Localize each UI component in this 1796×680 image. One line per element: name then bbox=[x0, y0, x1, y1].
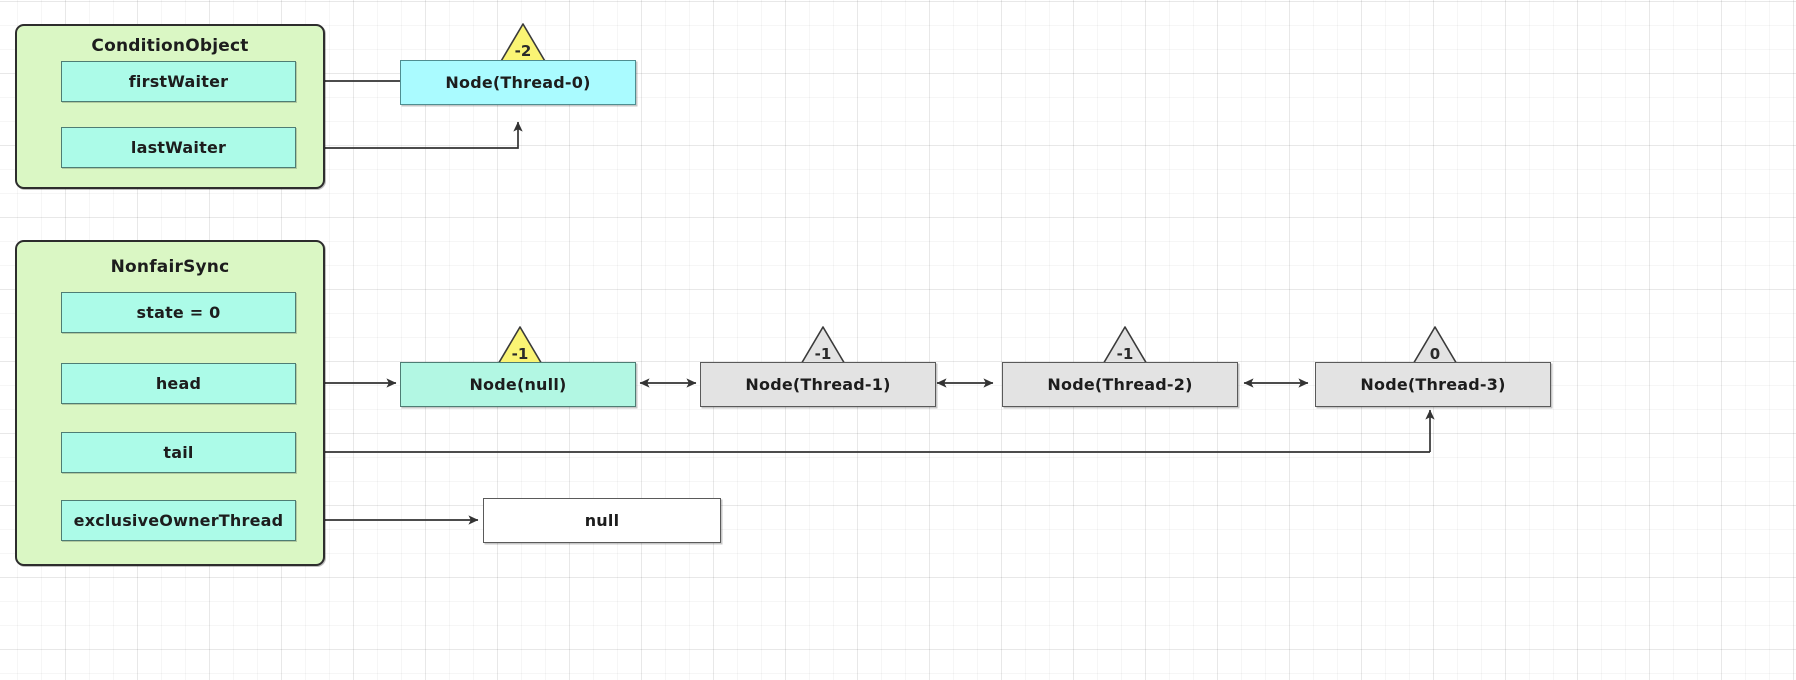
owner-value-box[interactable]: null bbox=[483, 498, 721, 543]
field-tail-label: tail bbox=[163, 443, 194, 462]
wait-status-label-node-thread1: -1 bbox=[814, 345, 832, 363]
node-thread-3-label: Node(Thread-3) bbox=[1360, 375, 1506, 394]
wait-status-triangle-node-thread1: -1 bbox=[795, 325, 851, 373]
wait-status-label-node-thread3: 0 bbox=[1429, 345, 1441, 363]
wire-lastwaiter-to-node0 bbox=[296, 121, 523, 149]
field-first-waiter[interactable]: firstWaiter bbox=[61, 61, 296, 102]
field-exclusive-owner-thread[interactable]: exclusiveOwnerThread bbox=[61, 500, 296, 541]
field-tail[interactable]: tail bbox=[61, 432, 296, 473]
node-thread-1[interactable]: Node(Thread-1) bbox=[700, 362, 936, 407]
node-thread-1-label: Node(Thread-1) bbox=[745, 375, 891, 394]
node-null[interactable]: Node(null) bbox=[400, 362, 636, 407]
wait-status-label-node-thread0: -2 bbox=[514, 42, 532, 60]
node-thread-0-label: Node(Thread-0) bbox=[445, 73, 591, 92]
field-exclusive-owner-thread-label: exclusiveOwnerThread bbox=[73, 511, 284, 530]
node-thread-3[interactable]: Node(Thread-3) bbox=[1315, 362, 1551, 407]
node-thread-2[interactable]: Node(Thread-2) bbox=[1002, 362, 1238, 407]
field-state-label: state = 0 bbox=[136, 303, 221, 322]
nonfair-sync-title: NonfairSync bbox=[110, 257, 230, 277]
wait-status-label-node-null: -1 bbox=[511, 345, 529, 363]
node-null-label: Node(null) bbox=[469, 375, 567, 394]
field-first-waiter-label: firstWaiter bbox=[128, 72, 229, 91]
field-state[interactable]: state = 0 bbox=[61, 292, 296, 333]
field-last-waiter-label: lastWaiter bbox=[130, 138, 227, 157]
node-thread-2-label: Node(Thread-2) bbox=[1047, 375, 1193, 394]
wait-status-label-node-thread2: -1 bbox=[1116, 345, 1134, 363]
node-thread-0[interactable]: Node(Thread-0) bbox=[400, 60, 636, 105]
condition-object-title: ConditionObject bbox=[91, 36, 249, 56]
owner-value-label: null bbox=[584, 511, 620, 530]
field-head-label: head bbox=[155, 374, 202, 393]
wait-status-triangle-node-thread0: -2 bbox=[495, 22, 551, 70]
field-last-waiter[interactable]: lastWaiter bbox=[61, 127, 296, 168]
field-head[interactable]: head bbox=[61, 363, 296, 404]
